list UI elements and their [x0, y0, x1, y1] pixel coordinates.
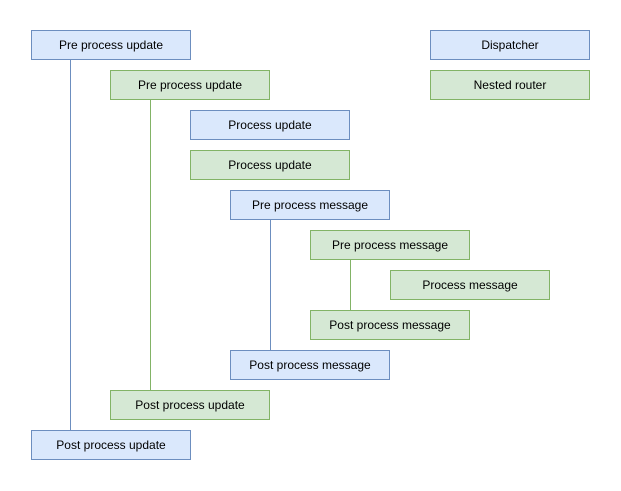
legend-dispatcher: Dispatcher	[430, 30, 590, 60]
node-dispatcher-pre-process-update: Pre process update	[31, 30, 191, 60]
connector-router-message-span	[350, 260, 351, 310]
node-router-process-message: Process message	[390, 270, 550, 300]
node-router-post-process-message: Post process message	[310, 310, 470, 340]
node-router-post-process-update: Post process update	[110, 390, 270, 420]
legend-nested-router: Nested router	[430, 70, 590, 100]
node-router-pre-process-message: Pre process message	[310, 230, 470, 260]
node-dispatcher-process-update: Process update	[190, 110, 350, 140]
connector-dispatcher-message-span	[270, 220, 271, 350]
node-dispatcher-post-process-message: Post process message	[230, 350, 390, 380]
connector-router-update-span	[150, 100, 151, 390]
node-dispatcher-post-process-update: Post process update	[31, 430, 191, 460]
node-router-pre-process-update: Pre process update	[110, 70, 270, 100]
connector-dispatcher-update-span	[70, 60, 71, 430]
node-router-process-update: Process update	[190, 150, 350, 180]
node-dispatcher-pre-process-message: Pre process message	[230, 190, 390, 220]
